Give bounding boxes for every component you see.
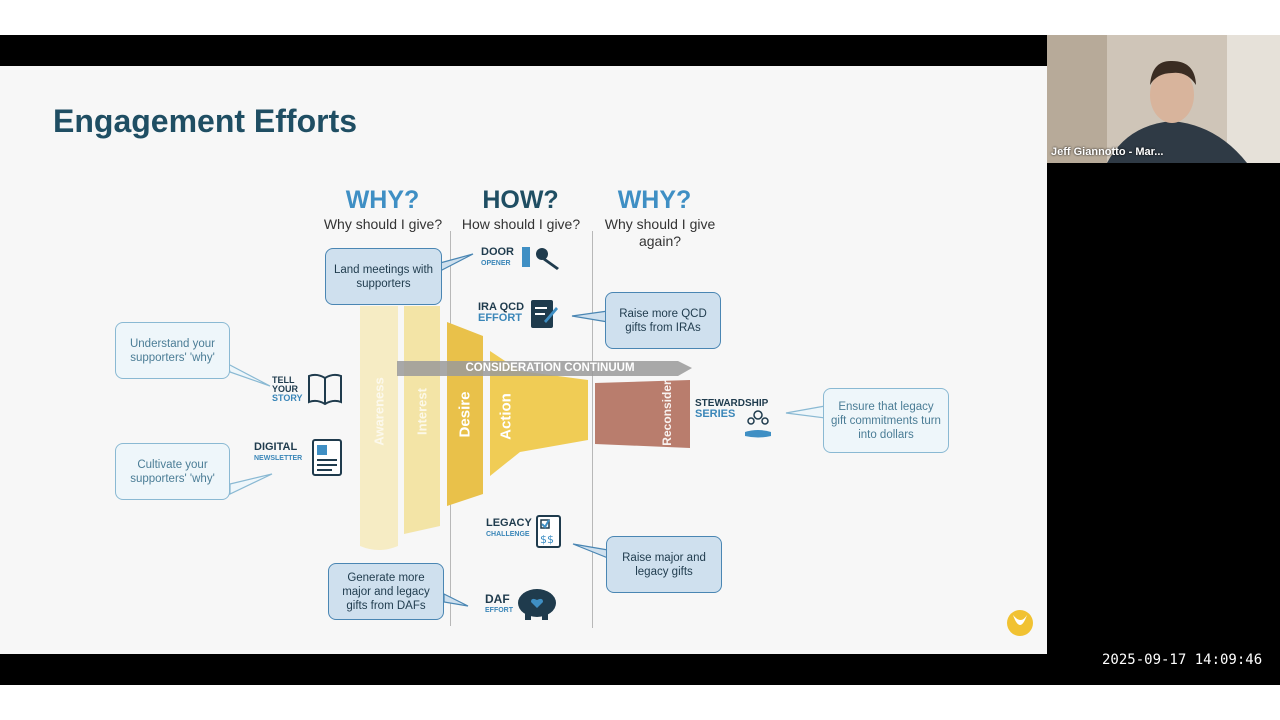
action-shape — [490, 351, 588, 476]
bubble-cultivate: Cultivate your supporters' 'why' — [115, 443, 230, 500]
tail-major — [572, 543, 609, 559]
label-daf-line1: DAF — [485, 592, 510, 606]
tail-land — [439, 253, 474, 272]
stage-label-action: Action — [497, 393, 515, 440]
newsletter-icon — [312, 439, 342, 476]
participant-video-feed — [1047, 35, 1280, 163]
column-3-heading: WHY? — [617, 186, 692, 214]
awareness-shape — [360, 306, 398, 550]
label-tell-your-story: TELL YOUR STORY — [272, 376, 303, 403]
column-1-subtitle: Why should I give? — [323, 216, 443, 232]
hand-people-icon — [745, 410, 771, 438]
bubble-land-meetings: Land meetings with supporters — [325, 248, 442, 305]
label-tell-line1: TELL — [272, 375, 295, 385]
label-ira-line2: EFFORT — [478, 312, 522, 324]
slide-title: Engagement Efforts — [53, 103, 358, 139]
reconsider-shape — [595, 380, 690, 448]
svg-text:$$: $$ — [540, 533, 554, 546]
column-2-heading: HOW? — [482, 186, 559, 214]
funnel-diagram — [227, 253, 826, 607]
label-daf-effort: DAF EFFORT — [485, 592, 513, 616]
shared-slide: Engagement Efforts WHY? Why should I giv… — [0, 66, 1047, 654]
label-ira-line1: IRA QCD — [478, 301, 525, 313]
label-daf-line2: EFFORT — [485, 607, 513, 614]
participant-name: Jeff Giannotto - Mar... — [1051, 146, 1164, 158]
column-3-subtitle: Why should I give again? — [604, 216, 716, 249]
bubble-raise-major: Raise major and legacy gifts — [606, 536, 722, 593]
label-digital-line2: NEWSLETTER — [254, 455, 303, 462]
brand-logo-icon — [1007, 610, 1033, 636]
label-stewardship-series: STEWARDSHIP SERIES — [695, 398, 768, 420]
label-ira-qcd: IRA QCD EFFORT — [478, 302, 524, 324]
right-panel-bg — [1047, 163, 1280, 654]
recording-timestamp: 2025-09-17 14:09:46 — [1102, 652, 1263, 668]
label-legacy-line1: LEGACY — [486, 517, 532, 529]
bubble-ensure: Ensure that legacy gift commitments turn… — [823, 388, 949, 453]
bubble-generate: Generate more major and legacy gifts fro… — [328, 563, 444, 620]
label-door-opener-line1: DOOR — [481, 246, 514, 258]
document-pen-icon — [531, 300, 558, 328]
label-legacy-line2: CHALLENGE — [486, 531, 530, 538]
tail-generate — [443, 593, 469, 607]
label-stew-line1: STEWARDSHIP — [695, 398, 769, 409]
label-tell-line3: STORY — [272, 393, 303, 403]
label-door-opener: DOOR OPENER — [481, 247, 514, 269]
bubble-raise-qcd: Raise more QCD gifts from IRAs — [605, 292, 721, 349]
label-legacy-challenge: LEGACY CHALLENGE — [486, 518, 532, 540]
stage-label-interest: Interest — [414, 388, 430, 435]
stage-label-reconsider: Reconsider — [660, 380, 674, 446]
tail-cultivate — [229, 473, 273, 495]
book-icon — [308, 373, 342, 406]
stage-label-awareness: Awareness — [371, 377, 387, 446]
key-icon — [522, 247, 559, 270]
continuum-label: CONSIDERATION CONTINUUM — [465, 362, 635, 374]
label-digital-line1: DIGITAL — [254, 441, 298, 453]
label-door-opener-line2: OPENER — [481, 260, 511, 267]
label-stew-line2: SERIES — [695, 408, 736, 420]
checklist-dollar-icon: $$ — [536, 515, 561, 548]
label-digital-newsletter: DIGITAL NEWSLETTER — [254, 442, 302, 464]
tail-qcd — [571, 310, 609, 323]
column-2-subtitle: How should I give? — [461, 216, 581, 232]
column-1-heading: WHY? — [345, 186, 420, 214]
divider-2 — [592, 231, 593, 628]
tail-ensure — [785, 405, 826, 419]
stage-label-desire: Desire — [456, 391, 474, 438]
piggy-bank-icon — [518, 589, 556, 620]
bubble-understand: Understand your supporters' 'why' — [115, 322, 230, 379]
label-tell-line2: YOUR — [272, 384, 299, 394]
participant-video-tile[interactable]: Jeff Giannotto - Mar... — [1047, 35, 1280, 163]
tail-understand — [227, 362, 271, 387]
bottom-letterbox — [0, 654, 1280, 685]
continuum-arrow — [397, 361, 692, 376]
